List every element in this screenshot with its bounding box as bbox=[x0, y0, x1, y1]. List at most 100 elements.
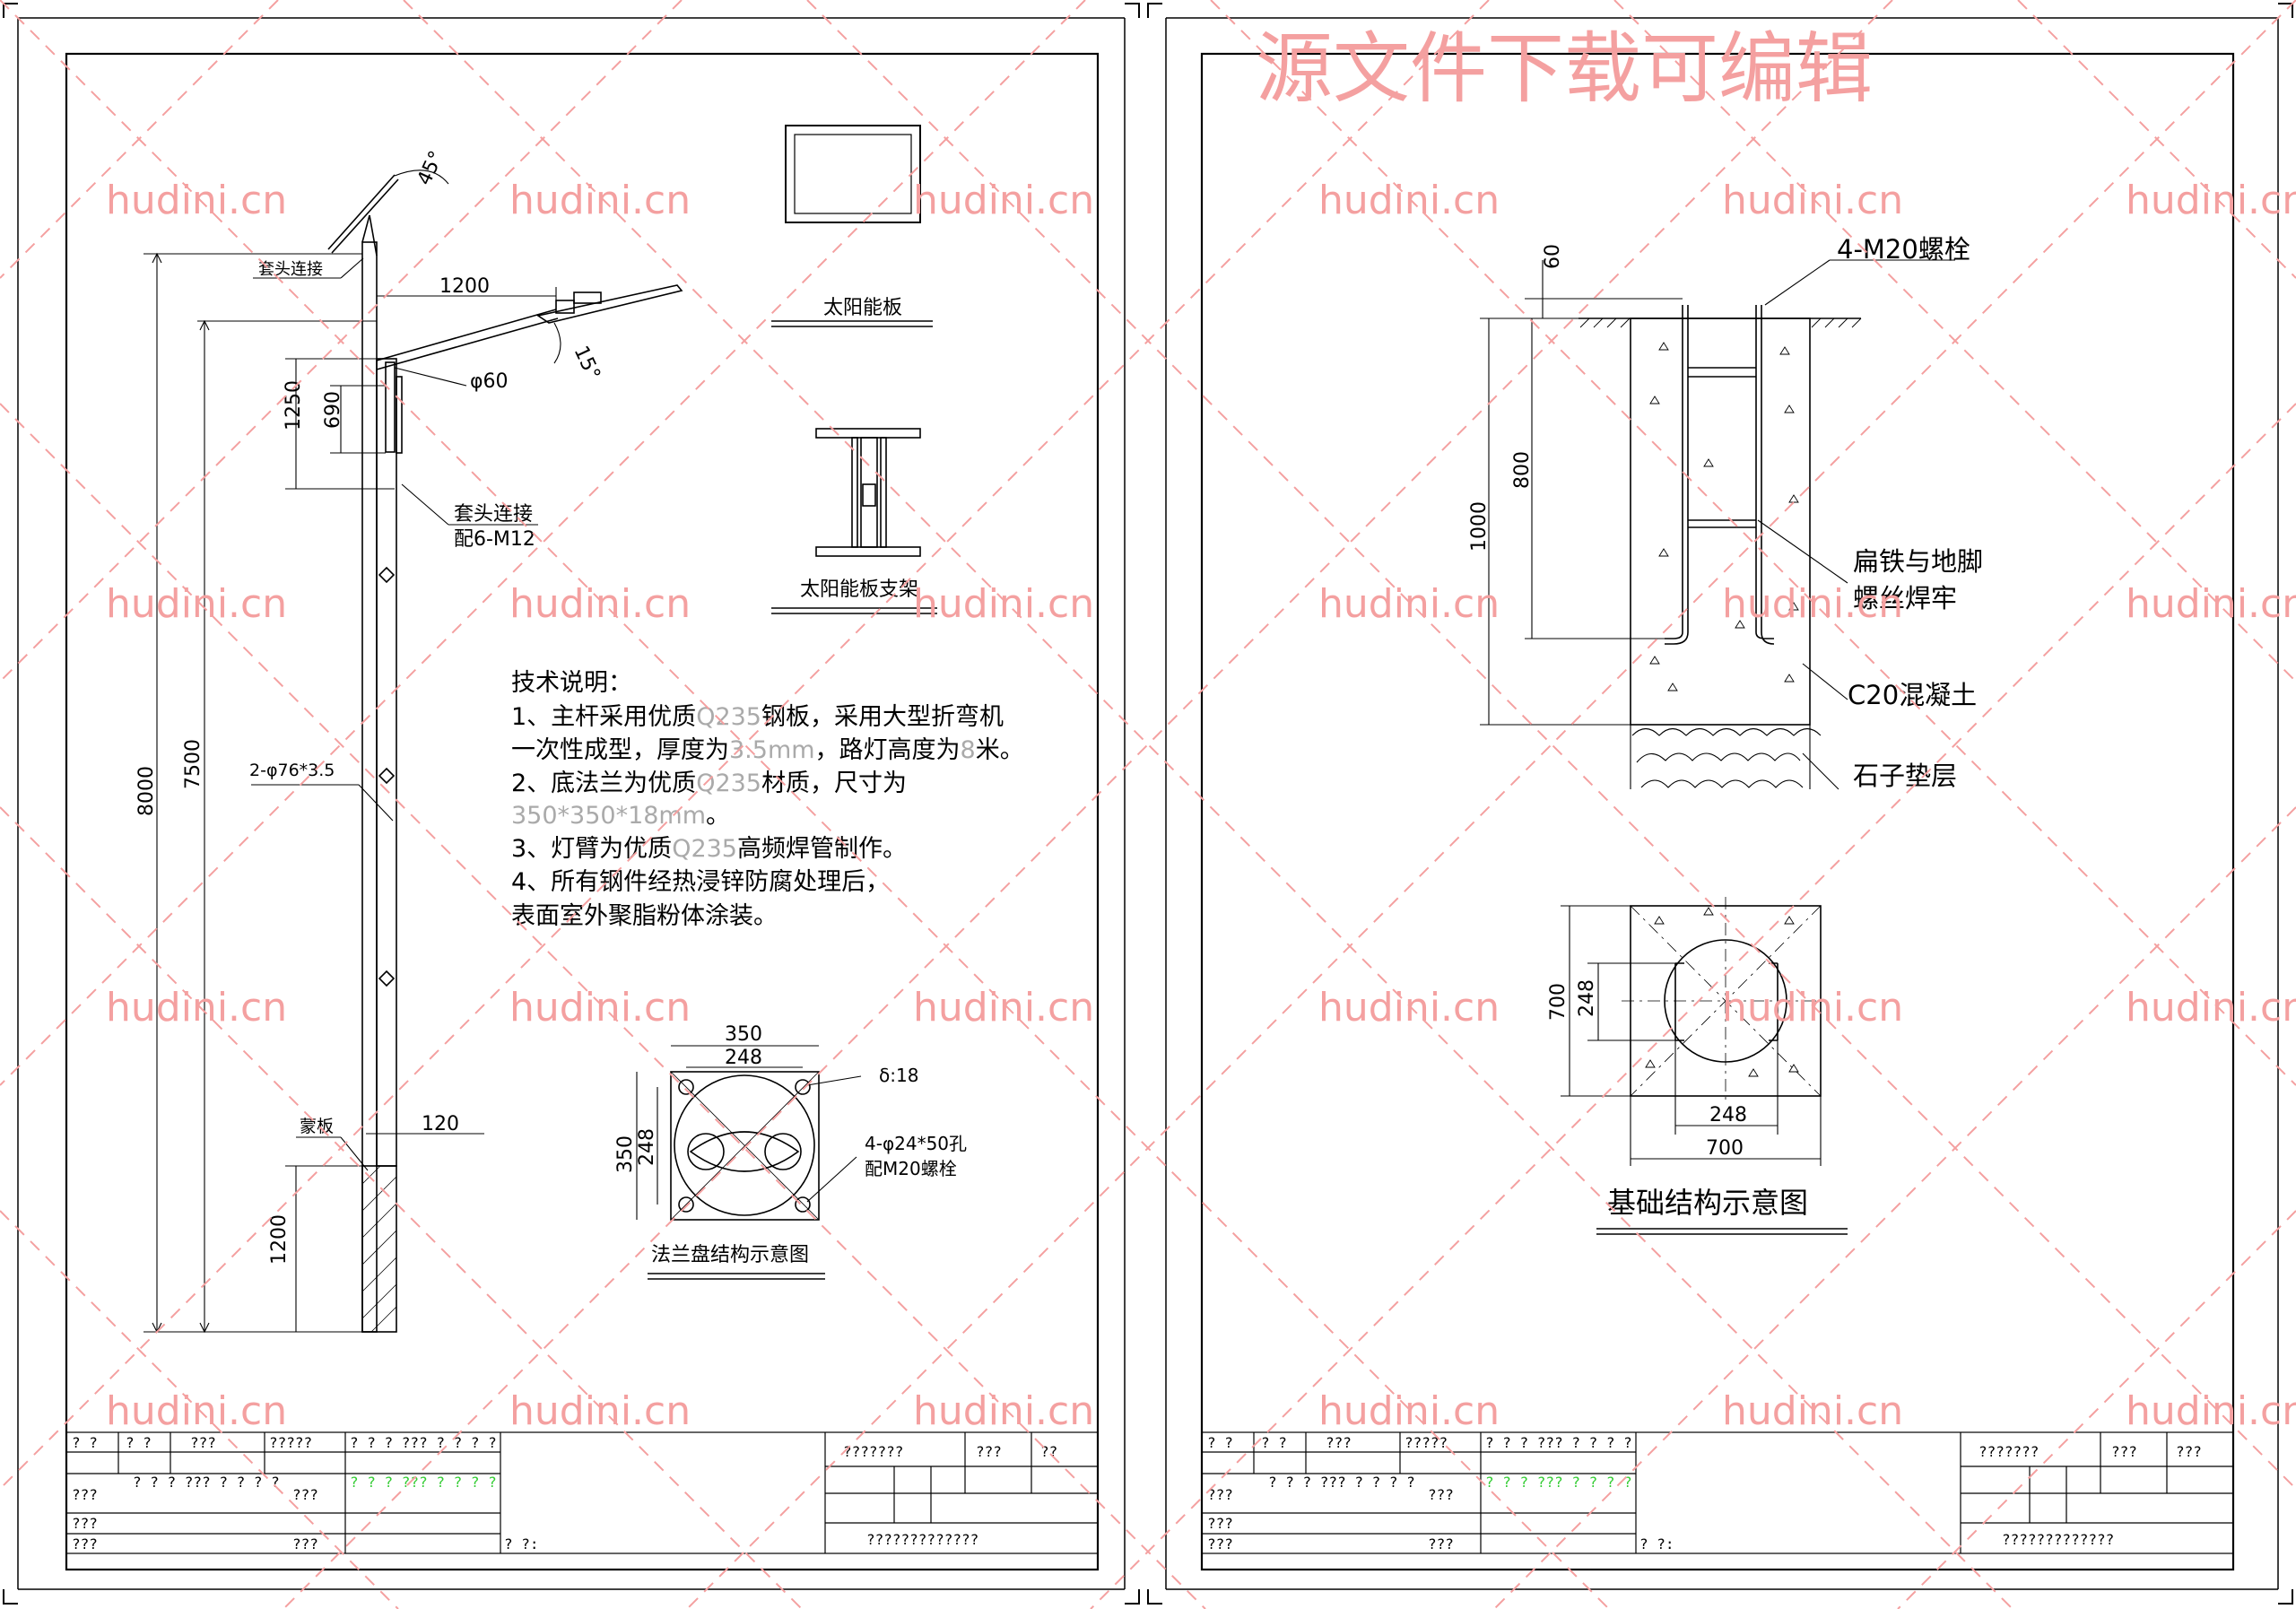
tb-cell: ? ? bbox=[126, 1434, 152, 1451]
tb-cell: ??? bbox=[1428, 1486, 1454, 1503]
watermark-label: hudini.cn bbox=[1722, 1388, 1903, 1434]
tb-cell: ? ? bbox=[72, 1434, 98, 1451]
dim-1000-label: 1000 bbox=[1468, 501, 1491, 552]
watermark-label: hudini.cn bbox=[2126, 985, 2296, 1031]
top-joint-label: 套头连接 bbox=[258, 260, 323, 279]
watermark-label: hudini.cn bbox=[2126, 581, 2296, 627]
tech-note-line-5: 3、灯臂为优质Q235高频焊管制作。 bbox=[511, 835, 907, 863]
watermark-label: hudini.cn bbox=[2126, 178, 2296, 223]
tb-cell: ????? bbox=[269, 1434, 312, 1451]
plan-dim-700-left: 700 bbox=[1547, 983, 1570, 1021]
left-title-block bbox=[65, 1431, 1099, 1554]
pole-elevation bbox=[144, 170, 683, 1334]
watermark-label: hudini.cn bbox=[106, 178, 287, 223]
tb-cell: ??? bbox=[2176, 1443, 2202, 1460]
watermark-label: hudini.cn bbox=[509, 581, 691, 627]
watermark-banner: 源文件下载可编辑 bbox=[1256, 24, 1873, 114]
concrete-label: C20混凝土 bbox=[1848, 680, 1977, 710]
tb-cell: ????????????? bbox=[866, 1531, 978, 1548]
tb-cell: ??? bbox=[1326, 1434, 1352, 1451]
tb-cell: ? ? bbox=[1261, 1434, 1287, 1451]
tb-cell: ? ? ? ??? ? ? ? ? bbox=[350, 1474, 497, 1491]
solar-panel-caption: 太阳能板 bbox=[823, 297, 902, 319]
watermark-label: hudini.cn bbox=[913, 581, 1094, 627]
tb-cell: ??? bbox=[292, 1535, 318, 1552]
watermark-label: hudini.cn bbox=[913, 178, 1094, 223]
tb-cell: ??????? bbox=[1979, 1443, 2039, 1460]
tb-cell: ? ? ? ??? ? ? ? ? bbox=[1485, 1434, 1632, 1451]
plan-dim-700-bottom: 700 bbox=[1706, 1137, 1744, 1160]
watermark-label: hudini.cn bbox=[1318, 581, 1500, 627]
dim-8000-label: 8000 bbox=[135, 766, 158, 816]
tb-cell: ? ? ? ??? ? ? ? ? bbox=[1268, 1474, 1415, 1491]
dim-800-label: 800 bbox=[1511, 451, 1534, 489]
watermark-label: hudini.cn bbox=[2126, 1388, 2296, 1434]
weld-note-line2: 螺丝焊牢 bbox=[1853, 583, 1957, 613]
foundation-caption: 基础结构示意图 bbox=[1607, 1186, 1808, 1220]
tb-cell: ??? bbox=[1428, 1535, 1454, 1552]
tb-cell: ??? bbox=[2111, 1443, 2137, 1460]
tb-cell: ????????????? bbox=[2002, 1531, 2114, 1548]
tb-cell: ??????? bbox=[843, 1443, 903, 1460]
dim-690-label: 690 bbox=[322, 391, 344, 429]
plan-dim-248-left: 248 bbox=[1576, 979, 1598, 1017]
tb-cell: ? ? bbox=[1207, 1434, 1233, 1451]
tb-cell: ??? bbox=[190, 1434, 216, 1451]
dim-7500-label: 7500 bbox=[182, 739, 204, 789]
sleeve-bolts-label: 配6-M12 bbox=[454, 528, 535, 551]
foundation-labels: 4-M20螺栓 60 800 1000 扁铁与地脚 螺丝焊牢 C20混凝土 石子… bbox=[1468, 234, 1983, 1220]
solar-bracket-view bbox=[771, 428, 937, 614]
watermark-label: hudini.cn bbox=[913, 1388, 1094, 1434]
left-pole-labels: 45° 15° 套头连接 1200 φ60 1250 690 套头连接 配6-M… bbox=[135, 148, 604, 1265]
watermark-label: hudini.cn bbox=[1722, 985, 1903, 1031]
watermark-label: hudini.cn bbox=[106, 581, 287, 627]
flange-dim-248-top: 248 bbox=[725, 1047, 762, 1069]
tb-cell: ??? bbox=[1207, 1515, 1233, 1532]
tb-cell: ? ?: bbox=[1639, 1535, 1674, 1552]
flange-holes-label: 4-φ24*50孔 bbox=[865, 1133, 967, 1154]
flange-dim-350-top: 350 bbox=[725, 1023, 762, 1046]
arm-length-label: 1200 bbox=[439, 275, 490, 298]
watermark-label: hudini.cn bbox=[106, 985, 287, 1031]
watermark-label: hudini.cn bbox=[1722, 178, 1903, 223]
tech-note-line-6: 4、所有钢件经热浸锌防腐处理后， bbox=[511, 868, 890, 896]
right-title-block-text: ? ? ? ? ??? ????? ? ? ? ??? ? ? ? ? ??? … bbox=[1207, 1434, 2202, 1552]
watermark-label: hudini.cn bbox=[509, 1388, 691, 1434]
flange-bolts-label: 配M20螺栓 bbox=[865, 1158, 957, 1179]
foundation-section bbox=[1480, 259, 1955, 790]
tb-cell: ? ?: bbox=[504, 1535, 539, 1552]
tech-note-line-4: 350*350*18mm。 bbox=[511, 802, 730, 830]
tech-notes-title: 技术说明： bbox=[511, 669, 632, 697]
flange-dim-248-left: 248 bbox=[636, 1128, 658, 1166]
watermark-label: hudini.cn bbox=[509, 178, 691, 223]
angle-15-label: 15° bbox=[570, 343, 604, 384]
tb-cell: ??? bbox=[72, 1535, 98, 1552]
tech-note-line-2: 一次性成型，厚度为3.5mm，路灯高度为8米。 bbox=[511, 736, 1024, 764]
sleeve-joint-label: 套头连接 bbox=[454, 503, 533, 526]
foundation-plan bbox=[1561, 897, 1848, 1235]
weld-note-line1: 扁铁与地脚 bbox=[1853, 546, 1983, 577]
plan-dim-248-bottom: 248 bbox=[1709, 1104, 1747, 1126]
tb-cell: ??? bbox=[1207, 1535, 1233, 1552]
dim-60-label: 60 bbox=[1542, 244, 1564, 269]
watermark-label: hudini.cn bbox=[1318, 1388, 1500, 1434]
tb-cell: ??? bbox=[72, 1515, 98, 1532]
flange-view bbox=[636, 1045, 862, 1280]
technical-notes: 技术说明： 1、主杆采用优质Q235钢板，采用大型折弯机 一次性成型，厚度为3.… bbox=[511, 669, 1024, 930]
tech-note-line-7: 表面室外聚脂粉体涂装。 bbox=[511, 902, 778, 930]
tb-cell: ? ? ? ??? ? ? ? ? bbox=[133, 1474, 280, 1491]
watermark-label: hudini.cn bbox=[1318, 178, 1500, 223]
tb-cell: ? ? ? ??? ? ? ? ? bbox=[1485, 1474, 1632, 1491]
tb-cell: ? ? ? ??? ? ? ? ? bbox=[350, 1434, 497, 1451]
watermark-label: hudini.cn bbox=[1318, 985, 1500, 1031]
flange-labels: 350 248 350 248 δ:18 4-φ24*50孔 配M20螺栓 法兰… bbox=[614, 1023, 967, 1266]
watermark-label: hudini.cn bbox=[913, 985, 1094, 1031]
tb-cell: ????? bbox=[1405, 1434, 1448, 1451]
right-title-block bbox=[1201, 1431, 2234, 1554]
cover-plate-label: 蒙板 bbox=[300, 1117, 334, 1136]
tb-cell: ??? bbox=[72, 1486, 98, 1503]
angle-45-label: 45° bbox=[413, 148, 448, 189]
watermark-label: hudini.cn bbox=[1722, 581, 1903, 627]
